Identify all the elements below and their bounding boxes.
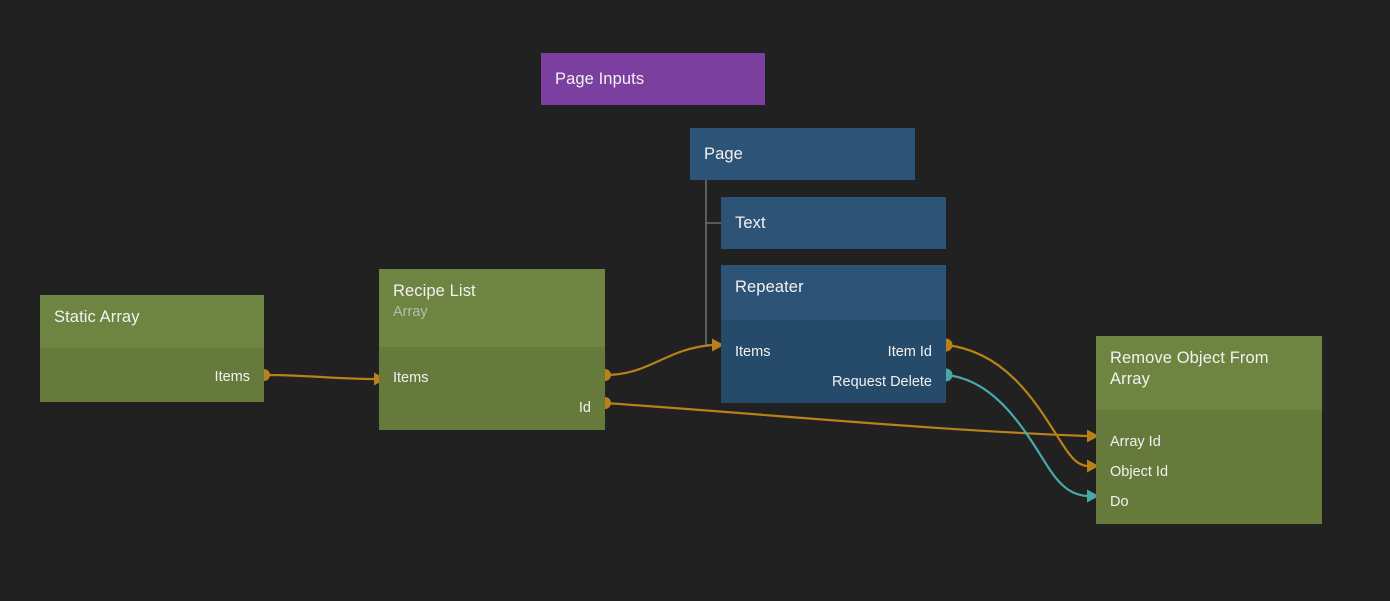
- tree-connector-page: [705, 180, 721, 346]
- wire-recipe-items-to-repeater-items: [604, 343, 713, 377]
- port-repeater-items[interactable]: Items: [735, 344, 771, 360]
- port-recipe-list-id[interactable]: Id: [578, 400, 591, 416]
- port-repeater-request-delete[interactable]: Request Delete: [832, 374, 932, 390]
- port-recipe-list-items-in[interactable]: Items: [393, 370, 429, 386]
- node-repeater-title: Repeater: [735, 278, 804, 296]
- node-static-array-header: Static Array: [40, 295, 264, 348]
- node-recipe-list-subtitle: Array: [393, 303, 428, 320]
- node-page-inputs-title: Page Inputs: [555, 69, 645, 88]
- node-static-array[interactable]: Static Array Items: [40, 295, 264, 402]
- node-text[interactable]: Text: [721, 197, 946, 249]
- wire-item-id-to-object-id: [945, 343, 1088, 468]
- node-remove-object-from-array[interactable]: Remove Object From Array Array Id Object…: [1096, 336, 1322, 524]
- wire-recipe-id-to-array-id: [604, 401, 1088, 438]
- port-remove-object-array-id[interactable]: Array Id: [1110, 434, 1161, 450]
- node-repeater-body: Items Item Id Request Delete: [721, 320, 946, 403]
- node-remove-object-title: Remove Object From Array: [1110, 349, 1269, 388]
- node-static-array-title: Static Array: [54, 308, 140, 326]
- node-repeater-header: Repeater: [721, 265, 946, 320]
- node-recipe-list-body: Items Id: [379, 347, 605, 430]
- node-remove-object-header: Remove Object From Array: [1096, 336, 1322, 410]
- node-page[interactable]: Page: [690, 128, 915, 180]
- node-static-array-body: Items: [40, 348, 264, 402]
- node-repeater[interactable]: Repeater Items Item Id Request Delete: [721, 265, 946, 403]
- node-recipe-list[interactable]: Recipe List Array Items Id: [379, 269, 605, 430]
- node-text-title: Text: [735, 213, 766, 232]
- wire-static-items-to-recipe-items: [263, 373, 375, 381]
- node-page-title: Page: [704, 144, 743, 163]
- port-remove-object-do[interactable]: Do: [1110, 494, 1129, 510]
- port-remove-object-object-id[interactable]: Object Id: [1110, 464, 1169, 480]
- node-page-inputs[interactable]: Page Inputs: [541, 53, 765, 105]
- port-repeater-item-id[interactable]: Item Id: [887, 344, 932, 360]
- port-static-array-items[interactable]: Items: [214, 369, 250, 385]
- wire-request-delete-to-do: [945, 373, 1088, 498]
- node-recipe-list-title: Recipe List: [393, 282, 476, 300]
- node-recipe-list-header: Recipe List Array: [379, 269, 605, 347]
- node-remove-object-body: Array Id Object Id Do: [1096, 410, 1322, 524]
